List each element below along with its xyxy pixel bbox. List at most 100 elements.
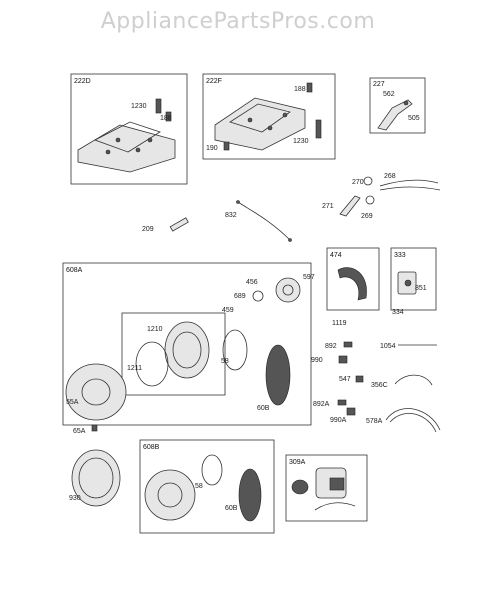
control-lever-227 (377, 99, 413, 131)
group-474: 474 (326, 247, 380, 311)
label-1230-b: 1230 (293, 138, 309, 145)
screw-1230 (155, 98, 162, 114)
group-333-label: 333 (394, 252, 406, 259)
label-1230-a: 1230 (131, 103, 147, 110)
armature-474 (337, 267, 367, 301)
label-270: 270 (352, 179, 364, 186)
label-334: 334 (392, 309, 404, 316)
label-188-a: 188 (160, 115, 172, 122)
rope-58-b (201, 454, 223, 486)
rewind-housing-1210 (164, 321, 210, 379)
throttle-cable-268 (379, 179, 441, 191)
label-58-b: 58 (195, 483, 203, 490)
plug-547 (355, 375, 364, 383)
stud-1230-b (315, 119, 322, 139)
label-892: 892 (325, 343, 337, 350)
housing-930 (71, 449, 121, 507)
label-832: 832 (225, 212, 237, 219)
blower-housing-55a (65, 363, 127, 421)
group-608b: 608B 58 60B (139, 439, 275, 534)
switch-990 (338, 355, 348, 364)
group-222d-frame (70, 73, 188, 185)
group-608b-frame (139, 439, 275, 534)
group-222f-label: 222F (206, 78, 222, 85)
label-55a: 55A (66, 399, 79, 406)
key-892 (343, 341, 353, 348)
label-456: 456 (246, 279, 258, 286)
group-309a: 309A (285, 454, 368, 522)
mounting-bracket-222d (77, 121, 176, 173)
blower-housing-608b (144, 469, 196, 521)
label-269: 269 (361, 213, 373, 220)
mounting-bracket-222f (214, 97, 306, 151)
group-227: 227 562 505 (369, 77, 426, 134)
screen-60b-b (238, 468, 262, 522)
spring-270 (363, 176, 373, 186)
group-309a-label: 309A (289, 459, 306, 466)
group-222d-label: 222D (74, 78, 91, 85)
label-459: 459 (222, 307, 234, 314)
group-333-frame (390, 247, 437, 311)
key-892a (337, 399, 347, 406)
label-268: 268 (384, 173, 396, 180)
screw-65a (91, 424, 98, 432)
group-227-label: 227 (373, 81, 385, 88)
label-597: 597 (303, 274, 315, 281)
label-505: 505 (408, 115, 420, 122)
label-990: 990 (311, 357, 323, 364)
starter-motor-309a (291, 467, 356, 511)
label-689: 689 (234, 293, 246, 300)
harness-578a (385, 408, 441, 433)
label-209: 209 (142, 226, 154, 233)
clip-269 (365, 195, 375, 205)
screw-188-b (306, 82, 313, 93)
watermark-text: AppliancePartsPros.com (101, 9, 376, 34)
group-222f-frame (202, 73, 336, 160)
label-851: 851 (415, 285, 427, 292)
spring-689 (252, 290, 264, 302)
rope-58 (222, 329, 248, 371)
label-58-a: 58 (221, 358, 229, 365)
group-474-frame (326, 247, 380, 311)
group-474-label: 474 (330, 252, 342, 259)
screen-60b (265, 344, 291, 406)
label-578a: 578A (366, 418, 383, 425)
group-309a-frame (285, 454, 368, 522)
group-333: 333 851 (390, 247, 437, 311)
subgroup-frame (121, 312, 226, 396)
switch-parts: 892 990 1054 547 356C 892A 990A 578A (311, 341, 441, 433)
label-990a: 990A (330, 417, 347, 424)
label-60b-a: 60B (257, 405, 270, 412)
spark-plug-209 (169, 217, 189, 232)
label-1210: 1210 (147, 326, 163, 333)
group-608a: 608A 597 456 689 459 1210 1211 58 60B (62, 262, 315, 426)
wire-832 (236, 200, 292, 242)
group-227-frame (369, 77, 426, 134)
pulley-597 (275, 277, 301, 303)
harness-356c (394, 374, 433, 386)
label-1211: 1211 (127, 365, 142, 372)
group-608b-label: 608B (143, 444, 160, 451)
group-608a-label: 608A (66, 267, 83, 274)
label-65a: 65A (73, 428, 86, 435)
throttle-parts: 270 268 271 269 (322, 173, 441, 220)
group-222d: 222D 1230 188 (70, 73, 188, 185)
spring-1211 (135, 341, 169, 387)
label-892a: 892A (313, 401, 330, 408)
label-271: 271 (322, 203, 334, 210)
group-608a-frame (62, 262, 312, 426)
label-1119: 1119 (332, 320, 347, 327)
label-190: 190 (206, 145, 218, 152)
group-222f: 222F 188 190 1230 (202, 73, 336, 160)
label-1054: 1054 (380, 343, 396, 350)
screw-190 (223, 141, 230, 151)
label-188-b: 188 (294, 86, 306, 93)
switch-990a (346, 407, 356, 416)
label-930: 930 (69, 495, 81, 502)
screw-188 (165, 111, 172, 122)
label-356c: 356C (371, 382, 388, 389)
label-60b-b: 60B (225, 505, 238, 512)
module-333 (397, 271, 417, 295)
lever-271 (339, 195, 361, 217)
label-547: 547 (339, 376, 351, 383)
